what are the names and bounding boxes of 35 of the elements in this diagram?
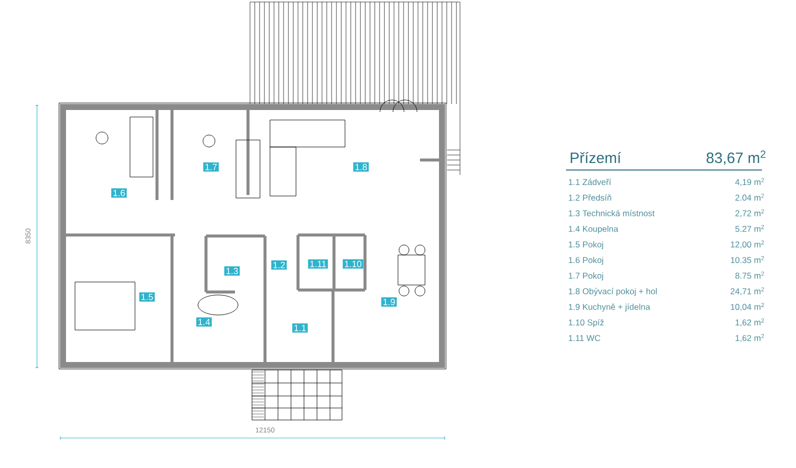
room-name: 1.1 Zádveří	[568, 178, 612, 186]
room-name: 1.10 Spíž	[568, 319, 604, 328]
room-area: 1,62 m$^{2}$	[736, 318, 764, 326]
room-area: 2.04 m$^{2}$	[735, 194, 764, 201]
room-number: 1.5	[139, 292, 155, 302]
room-number: 1.7	[203, 162, 219, 172]
room-area: 12,00 m$^{2}$	[730, 240, 764, 248]
room-area: 8.75 m$^{2}$	[735, 272, 764, 279]
room-area: 10.35 m$^{2}$	[730, 256, 764, 264]
room-number: 1.10	[342, 259, 364, 269]
room-name: 1.3 Technická místnost	[568, 210, 655, 216]
room-number: 1.9	[381, 297, 397, 307]
total-area: 83,67 m$^{2}$	[706, 150, 766, 165]
room-area: 2,72 m$^{2}$	[735, 209, 764, 218]
room-number: 1.6	[111, 188, 127, 198]
room-area: 1,62 m$^{2}$	[736, 334, 764, 342]
room-name: 1.5 Pokoj	[568, 241, 604, 250]
room-name: 1.9 Kuchyně + jídelna	[568, 304, 650, 312]
room-area: 4,19 m$^{2}$	[735, 178, 764, 186]
room-area: 10,04 m$^{2}$	[730, 302, 764, 311]
room-name: 1.2 Předsíň	[568, 194, 612, 201]
room-name: 1.8 Obývací pokoj + hol	[568, 288, 657, 296]
room-area: 24,71 m$^{2}$	[730, 287, 764, 296]
room-name: 1.11 WC	[568, 335, 600, 342]
table-heading: Přízemí	[570, 152, 622, 164]
room-number: 1.3	[224, 266, 240, 276]
room-number: 1.11	[308, 259, 328, 269]
room-number: 1.8	[353, 162, 369, 172]
room-number: 1.1	[292, 323, 308, 333]
room-number: 1.4	[196, 317, 212, 327]
room-area: 5.27 m$^{2}$	[735, 224, 764, 232]
room-name: 1.6 Pokoj	[568, 256, 604, 265]
room-name: 1.7 Pokoj	[568, 272, 604, 280]
room-number: 1.2	[271, 260, 287, 270]
room-name: 1.4 Koupelna	[568, 226, 618, 234]
